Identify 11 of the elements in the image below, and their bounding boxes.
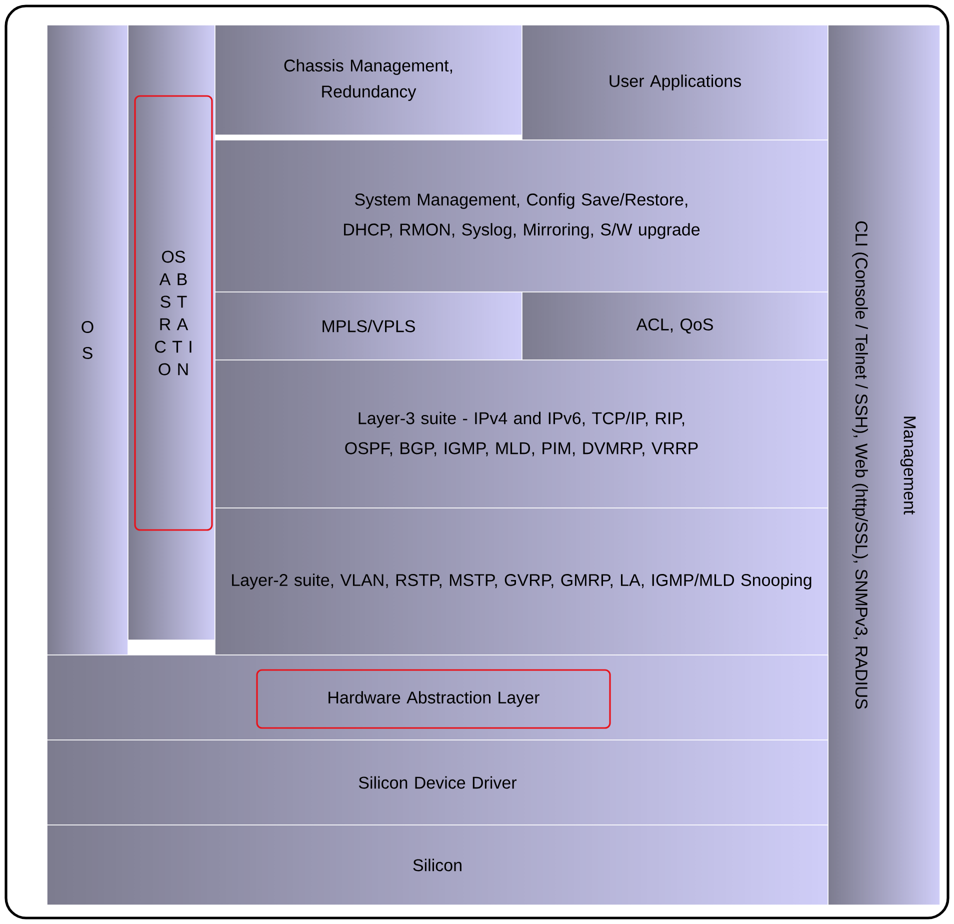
highlight-box: OS A B S T R A C T I O N [134, 95, 213, 531]
layer-box: Silicon [46, 824, 828, 906]
layer-box: Layer-2 suite, VLAN, RSTP, MSTP, GVRP, GMRP, LA, IGMP/MLD Snooping [214, 508, 828, 656]
layer-box: User Applications [522, 24, 828, 140]
layer-band [46, 654, 828, 740]
highlight-box: Hardware Abstraction Layer [256, 669, 611, 729]
os-column: O S [46, 24, 128, 656]
layer-box: ACL, QoS [522, 292, 828, 360]
layer-box: Chassis Management, Redundancy [214, 24, 522, 136]
layer-box: MPLS/VPLS [214, 292, 522, 360]
layer-box: Silicon Device Driver [46, 740, 828, 826]
